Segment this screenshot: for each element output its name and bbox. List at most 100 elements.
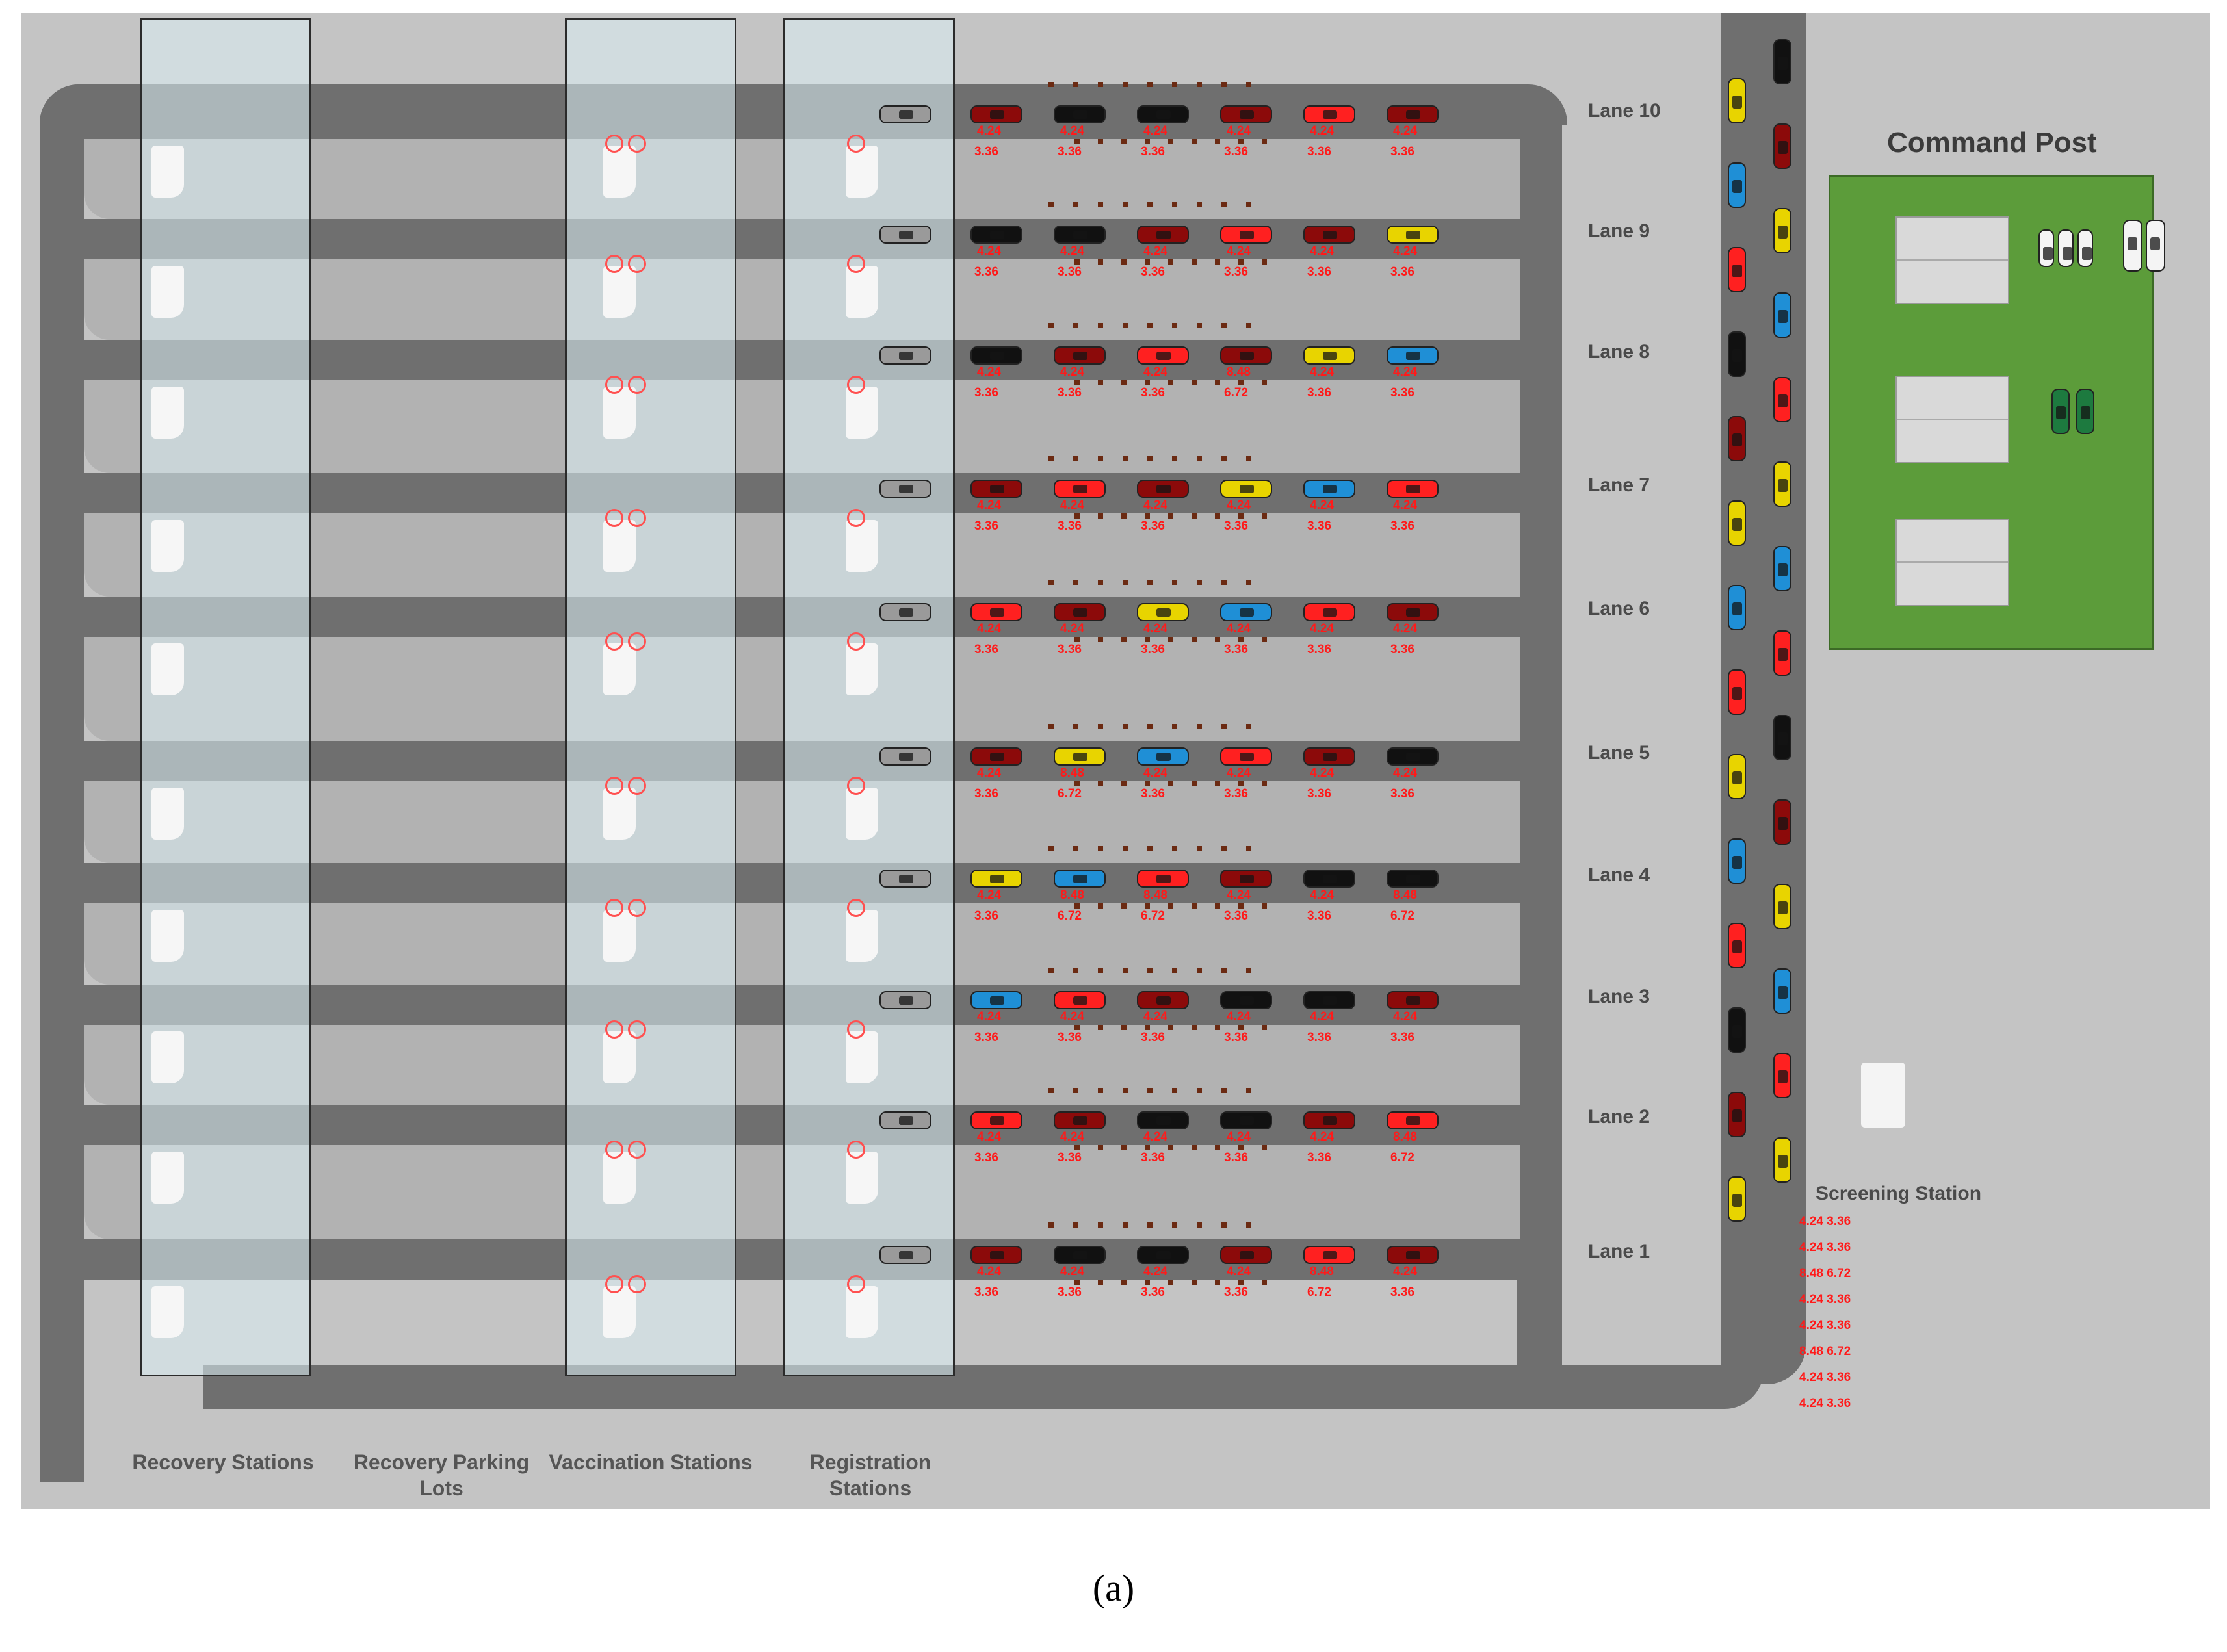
screening-station-label: Screening Station (1816, 1183, 1982, 1204)
queue-dot (1073, 82, 1078, 87)
vehicle-tag: 4.24 (1227, 124, 1251, 138)
queue-dot (1238, 903, 1244, 909)
lane-vehicle (970, 1246, 1022, 1264)
vehicle-tag: 3.36 (1390, 265, 1414, 279)
vehicle-tag: 4.24 (1393, 365, 1417, 379)
vehicle-tag: 4.24 (1310, 888, 1334, 902)
vehicle-tag: 8.48 (1310, 1265, 1334, 1278)
vaccination-stations-label: Vaccination Stations (549, 1451, 753, 1474)
vehicle-tag: 8.48 (1060, 766, 1084, 780)
lane-vehicle (1387, 1111, 1439, 1129)
queue-dot (1073, 724, 1078, 729)
vehicle-tag: 3.36 (1141, 145, 1165, 159)
queue-dot (1221, 968, 1227, 973)
queue-dot (1246, 82, 1251, 87)
vaccination-booth (603, 910, 636, 962)
queue-dot (1192, 1025, 1197, 1030)
lane-vehicle (1137, 870, 1189, 888)
lane-vehicle (1220, 105, 1272, 123)
queue-dot (1246, 724, 1251, 729)
vaccination-booth (603, 1031, 636, 1083)
vehicle-tag: 4.24 (1393, 124, 1417, 138)
queue-dot (1073, 968, 1078, 973)
queue-dot (1246, 202, 1251, 207)
recovery-parking-label: Recovery Parking Lots (353, 1451, 530, 1500)
vehicle-tag: 4.24 (977, 244, 1001, 258)
vehicle-tag: 3.36 (1058, 1285, 1082, 1299)
queue-dot (1192, 139, 1197, 144)
queue-vehicle (1773, 546, 1791, 591)
vehicle-tag: 3.36 (1307, 787, 1331, 801)
queue-dot (1215, 139, 1220, 144)
queue-dot (1238, 1280, 1244, 1285)
queue-dot (1262, 259, 1267, 265)
station-ring (847, 632, 865, 651)
queue-dot (1172, 1088, 1177, 1093)
vehicle-tag: 4.24 (1143, 1130, 1167, 1144)
station-ring (605, 777, 623, 795)
queue-dot (1172, 580, 1177, 585)
vehicle-tag: 4.24 (1060, 498, 1084, 512)
recovery-booth (151, 1031, 184, 1083)
station-ring (847, 376, 865, 394)
queue-dot (1073, 846, 1078, 851)
queue-dot (1098, 202, 1103, 207)
queue-dot (1221, 456, 1227, 461)
queue-tag: 4.24 3.36 (1799, 1215, 1851, 1228)
queue-tag: 4.24 3.36 (1799, 1293, 1851, 1306)
queue-vehicle (1728, 1176, 1746, 1222)
station-ring (628, 135, 646, 153)
queue-dot (1262, 1145, 1267, 1150)
vehicle-tag: 3.36 (1141, 265, 1165, 279)
queue-vehicle (1728, 331, 1746, 377)
lane-vehicle (1303, 1246, 1355, 1264)
queue-dot (1215, 903, 1220, 909)
queue-dot (1147, 323, 1153, 328)
queue-vehicle (1773, 39, 1791, 84)
queue-dot (1262, 1025, 1267, 1030)
vehicle-tag: 3.36 (974, 145, 998, 159)
queue-dot (1221, 1222, 1227, 1228)
vehicle-tag: 3.36 (974, 787, 998, 801)
vehicle-tag: 4.24 (977, 1130, 1001, 1144)
queue-dot (1246, 580, 1251, 585)
vehicle-tag: 3.36 (1390, 1285, 1414, 1299)
vehicle-tag: 3.36 (1390, 787, 1414, 801)
queue-dot (1192, 259, 1197, 265)
vehicle-tag: 3.36 (1058, 386, 1082, 400)
registration-stations-area (783, 18, 955, 1376)
recovery-booth (151, 387, 184, 439)
tent (1895, 216, 2009, 304)
queue-dot (1145, 781, 1150, 786)
vehicle-tag: 4.24 (1393, 622, 1417, 636)
registration-vehicle (879, 747, 931, 766)
vaccination-booth (603, 266, 636, 318)
queue-dot (1123, 82, 1128, 87)
queue-dot (1098, 637, 1103, 642)
queue-dot (1121, 139, 1127, 144)
vehicle-tag: 3.36 (974, 1285, 998, 1299)
vehicle-tag: 4.24 (1227, 766, 1251, 780)
recovery-booth (151, 520, 184, 572)
queue-vehicle (1773, 968, 1791, 1014)
vehicle-tag: 3.36 (1390, 145, 1414, 159)
lane-vehicle (1387, 105, 1439, 123)
vehicle-tag: 4.24 (977, 365, 1001, 379)
vehicle-tag: 3.36 (1224, 1285, 1248, 1299)
queue-vehicle (1773, 799, 1791, 845)
lane-vehicle (1387, 226, 1439, 244)
vehicle-tag: 4.24 (1310, 365, 1334, 379)
queue-dot (1197, 968, 1202, 973)
vehicle-tag: 4.24 (1060, 365, 1084, 379)
vehicle-tag: 3.36 (974, 909, 998, 923)
registration-booth (846, 520, 878, 572)
queue-dot (1123, 968, 1128, 973)
queue-dot (1048, 846, 1054, 851)
station-ring (605, 632, 623, 651)
vehicle-tag: 3.36 (1307, 386, 1331, 400)
queue-dot (1098, 968, 1103, 973)
station-ring (847, 255, 865, 273)
station-ring (847, 135, 865, 153)
vehicle-tag: 3.36 (1141, 519, 1165, 533)
queue-dot (1147, 202, 1153, 207)
